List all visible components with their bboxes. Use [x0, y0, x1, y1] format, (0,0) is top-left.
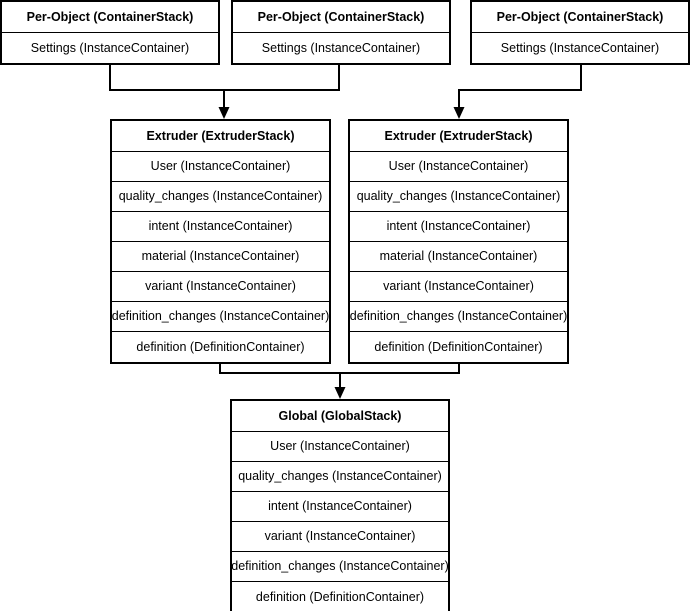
- per-object-stack-3[interactable]: Per-Object (ContainerStack) Settings (In…: [470, 0, 690, 65]
- per-object-stack-1[interactable]: Per-Object (ContainerStack) Settings (In…: [0, 0, 220, 65]
- extruder-stack-2-row-intent[interactable]: intent (InstanceContainer): [350, 211, 567, 241]
- global-stack-row-user[interactable]: User (InstanceContainer): [232, 431, 448, 461]
- extruder-stack-2-row-material[interactable]: material (InstanceContainer): [350, 241, 567, 271]
- arrowhead-left: [218, 107, 230, 119]
- extruder-stack-1-row-intent[interactable]: intent (InstanceContainer): [112, 211, 329, 241]
- extruder-stack-2-row-definition-changes[interactable]: definition_changes (InstanceContainer): [350, 301, 567, 331]
- extruder-stack-1-row-variant[interactable]: variant (InstanceContainer): [112, 271, 329, 301]
- global-stack-row-variant[interactable]: variant (InstanceContainer): [232, 521, 448, 551]
- extruder-stack-2-row-definition[interactable]: definition (DefinitionContainer): [350, 331, 567, 362]
- global-stack-row-definition-changes[interactable]: definition_changes (InstanceContainer): [231, 551, 449, 581]
- extruder-stack-2-row-user[interactable]: User (InstanceContainer): [350, 151, 567, 181]
- global-stack-row-definition[interactable]: definition (DefinitionContainer): [232, 581, 448, 611]
- extruder-stack-2[interactable]: Extruder (ExtruderStack) User (InstanceC…: [348, 119, 569, 364]
- per-object-stack-3-row-settings[interactable]: Settings (InstanceContainer): [472, 32, 688, 63]
- per-object-stack-1-header: Per-Object (ContainerStack): [26, 9, 194, 24]
- extruder-stack-1-row-user[interactable]: User (InstanceContainer): [112, 151, 329, 181]
- connector-per-object-1-2-to-extruder-1: [109, 61, 340, 119]
- extruder-stack-2-header: Extruder (ExtruderStack): [384, 128, 533, 143]
- extruder-stack-1-row-quality-changes[interactable]: quality_changes (InstanceContainer): [112, 181, 329, 211]
- global-stack[interactable]: Global (GlobalStack) User (InstanceConta…: [230, 399, 450, 611]
- per-object-stack-2-header: Per-Object (ContainerStack): [257, 9, 425, 24]
- extruder-stack-2-row-quality-changes[interactable]: quality_changes (InstanceContainer): [350, 181, 567, 211]
- per-object-stack-1-row-settings[interactable]: Settings (InstanceContainer): [2, 32, 218, 63]
- connector-bus-right: [458, 61, 582, 110]
- extruder-stack-1-row-definition-changes[interactable]: definition_changes (InstanceContainer): [112, 301, 329, 331]
- per-object-stack-2-row-settings[interactable]: Settings (InstanceContainer): [233, 32, 449, 63]
- global-stack-header: Global (GlobalStack): [278, 408, 402, 423]
- arrowhead-bottom: [334, 387, 346, 399]
- global-stack-row-quality-changes[interactable]: quality_changes (InstanceContainer): [232, 461, 448, 491]
- per-object-stack-3-header: Per-Object (ContainerStack): [496, 9, 664, 24]
- extruder-stack-2-row-variant[interactable]: variant (InstanceContainer): [350, 271, 567, 301]
- per-object-stack-2[interactable]: Per-Object (ContainerStack) Settings (In…: [231, 0, 451, 65]
- global-stack-row-intent[interactable]: intent (InstanceContainer): [232, 491, 448, 521]
- connector-per-object-3-to-extruder-2: [453, 61, 582, 119]
- arrowhead-right: [453, 107, 465, 119]
- connector-bus-left: [109, 61, 340, 91]
- extruder-stack-1-row-definition[interactable]: definition (DefinitionContainer): [112, 331, 329, 362]
- extruder-stack-1-header: Extruder (ExtruderStack): [146, 128, 295, 143]
- connector-extruders-to-global: [219, 361, 460, 399]
- extruder-stack-1[interactable]: Extruder (ExtruderStack) User (InstanceC…: [110, 119, 331, 364]
- extruder-stack-1-row-material[interactable]: material (InstanceContainer): [112, 241, 329, 271]
